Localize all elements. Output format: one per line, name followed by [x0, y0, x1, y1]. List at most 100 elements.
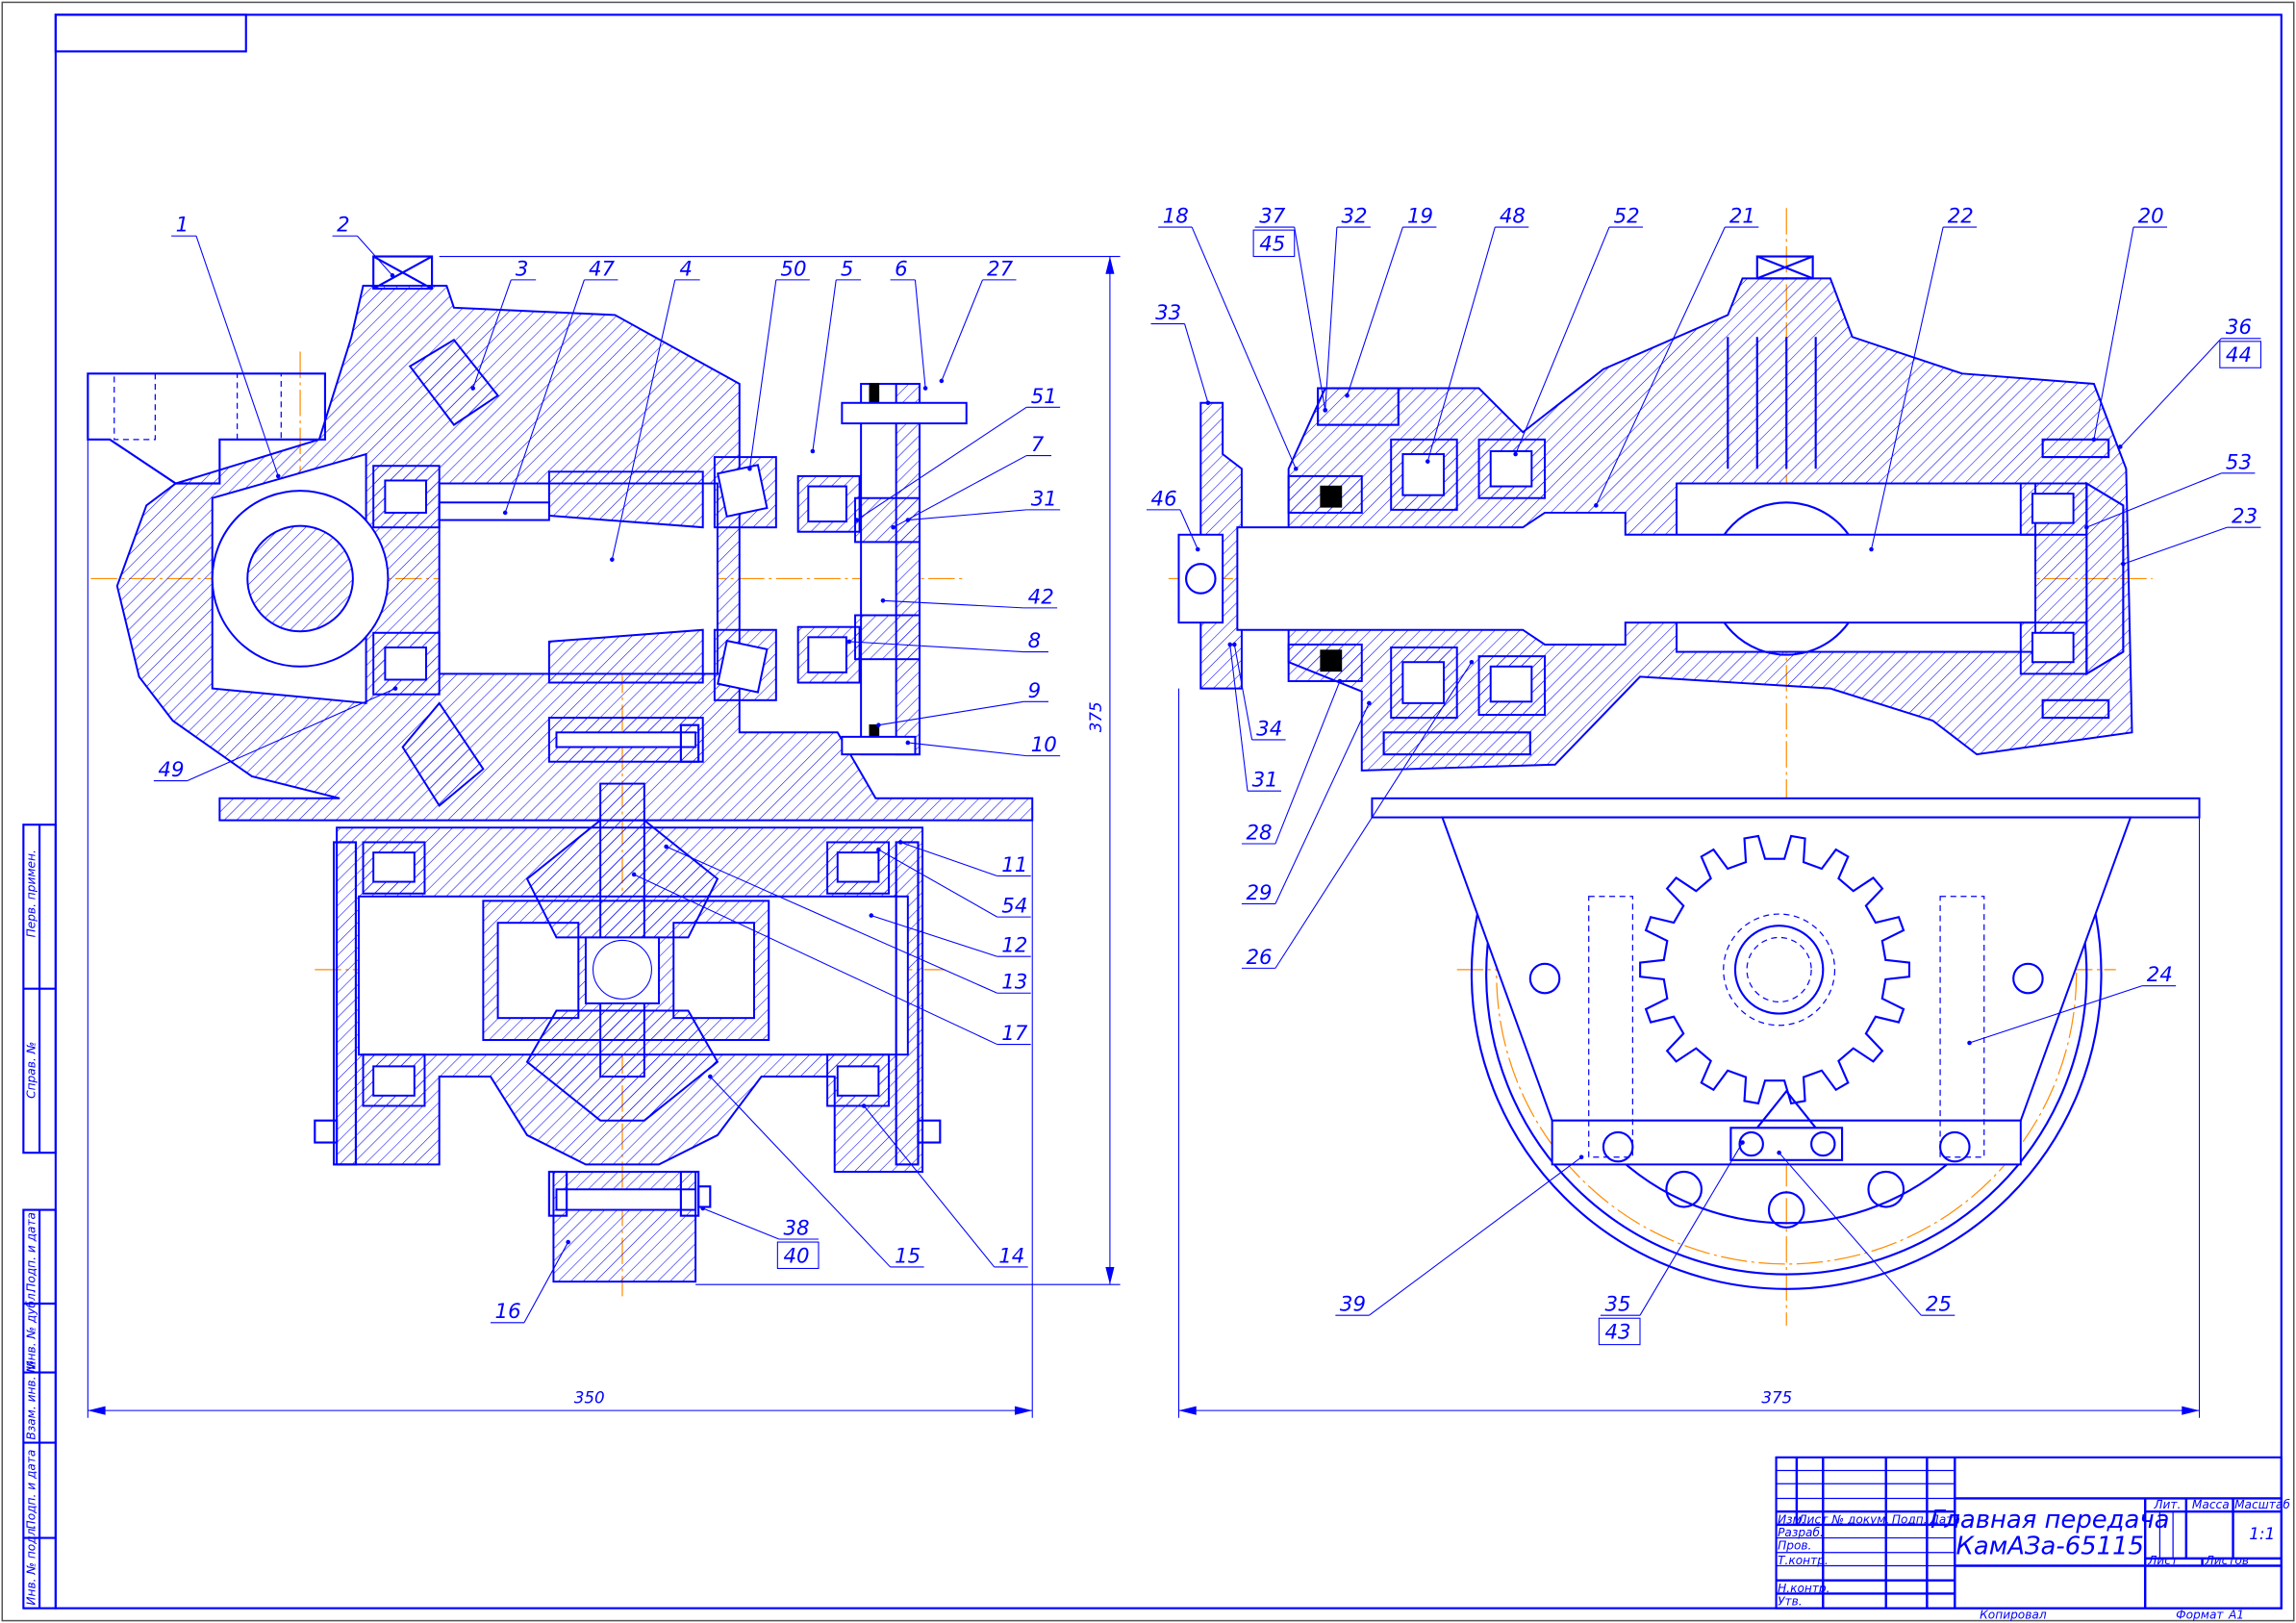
callout-51: 51	[854, 385, 1061, 522]
callout-number: 7	[1031, 433, 1045, 457]
callout-19: 19	[1345, 205, 1437, 398]
callout-13: 13	[664, 844, 1031, 995]
callout-number: 42	[1028, 585, 1054, 609]
callout-leader	[1274, 680, 1341, 845]
callout-39: 39	[1335, 1154, 1584, 1317]
row-tkontr: Т.контр.	[1778, 1554, 1829, 1567]
callout-leader	[523, 1241, 569, 1324]
callout-dot	[846, 639, 852, 645]
callout-dot	[1777, 1150, 1781, 1155]
callout-number: 36	[2226, 316, 2252, 340]
callout-48: 48	[1425, 205, 1529, 464]
callout-number: 34	[1256, 717, 1282, 741]
callout-4: 4	[610, 257, 700, 562]
callout-leader	[1294, 227, 1326, 411]
side-stamp: Перв. примен. Справ. № Подп. и дата Инв.…	[22, 824, 57, 1610]
callout-dot	[747, 466, 752, 471]
callout-dot	[502, 510, 508, 516]
callout-18: 18	[1158, 205, 1299, 471]
callout-10: 10	[905, 733, 1061, 757]
callout-number: 33	[1155, 301, 1181, 325]
callout-dot	[810, 448, 816, 454]
callout-47: 47	[502, 257, 618, 516]
callout-number: 12	[1001, 934, 1027, 958]
callout-dot	[1367, 700, 1372, 706]
callout-box	[776, 1241, 820, 1269]
callout-dot	[566, 1239, 570, 1245]
callout-31: 31	[905, 487, 1061, 522]
callout-number: 19	[1407, 205, 1433, 229]
callout-number: 49	[158, 758, 184, 782]
scale-label: Масштаб	[2234, 1498, 2290, 1511]
callout-number: 46	[1151, 487, 1177, 511]
callout-number: 6	[895, 257, 908, 281]
stamp-perv-primen: Перв. примен.	[25, 850, 38, 937]
callout-leader	[941, 279, 983, 382]
callout-dot	[880, 598, 886, 603]
callout-dot	[1967, 1040, 1972, 1046]
callout-dot	[897, 840, 903, 845]
callout-dot	[2084, 524, 2089, 530]
callout-leader	[893, 455, 1027, 528]
callout-number: 2	[337, 214, 350, 238]
callout-number: 53	[2226, 450, 2252, 474]
callout-leader	[2123, 526, 2228, 565]
callout-16: 16	[490, 1239, 570, 1324]
callout-number: 45	[1259, 232, 1285, 256]
callout-number: 35	[1604, 1293, 1630, 1317]
callout-dot	[392, 686, 398, 691]
callout-1: 1	[171, 214, 281, 479]
callout-leader	[812, 279, 837, 452]
callout-dot	[1578, 1154, 1584, 1160]
callout-leader	[848, 641, 1024, 653]
callout-leader	[1426, 226, 1496, 462]
callout-leader	[2093, 226, 2134, 440]
callout-50: 50	[747, 257, 810, 471]
dim-left-width: 350	[574, 1388, 605, 1407]
left-dimensions: 375 350	[87, 256, 1121, 1418]
callout-27: 27	[939, 257, 1017, 384]
callout-leader	[709, 1076, 891, 1268]
callout-dot	[1740, 1140, 1745, 1145]
left-section-view	[87, 255, 1034, 1297]
callout-number: 22	[1948, 205, 1974, 229]
callout-9: 9	[876, 679, 1048, 727]
callout-number: 9	[1028, 679, 1042, 703]
callout-number: 43	[1604, 1321, 1630, 1345]
callout-number: 16	[495, 1300, 521, 1324]
callout-leader	[633, 874, 997, 1046]
callout-leader	[187, 688, 396, 782]
callout-leader	[1595, 226, 1726, 506]
callout-dot	[1205, 400, 1211, 406]
callout-leader	[504, 279, 585, 514]
callout-dot	[1869, 546, 1874, 552]
callout-number: 24	[2147, 963, 2173, 987]
callout-number: 10	[1031, 733, 1057, 757]
callout-dot	[708, 1074, 713, 1079]
callout-number: 11	[1001, 853, 1027, 877]
callout-dot	[2091, 437, 2097, 443]
callout-number: 4	[679, 257, 693, 281]
callout-3: 3	[470, 257, 537, 391]
callout-number: 47	[589, 257, 616, 281]
callout-53: 53	[2084, 450, 2256, 530]
callout-number: 13	[1001, 971, 1027, 995]
callout-number: 15	[895, 1244, 921, 1268]
callout-number: 26	[1246, 946, 1272, 970]
callout-dot	[390, 273, 395, 278]
callout-dot	[470, 386, 475, 391]
sheets-label: Листов	[2205, 1554, 2249, 1567]
callout-number: 1	[176, 214, 189, 238]
callout-dot	[700, 1205, 705, 1211]
callout-dot	[905, 740, 911, 746]
col-docnum: № докум.	[1830, 1512, 1889, 1526]
callout-leader	[748, 279, 777, 469]
callout-31: 31	[1227, 642, 1282, 793]
callout-dot	[861, 1103, 867, 1108]
callout-dot	[1323, 408, 1327, 413]
callout-number: 23	[2232, 505, 2258, 529]
callout-52: 52	[1513, 205, 1644, 457]
